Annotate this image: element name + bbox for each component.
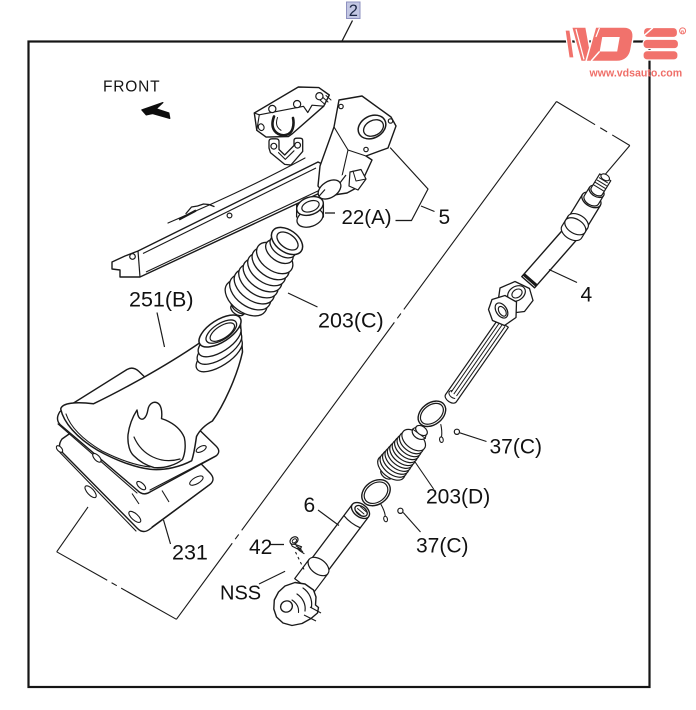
svg-text:www.vdsauto.com: www.vdsauto.com	[589, 68, 683, 80]
svg-text:NSS: NSS	[220, 583, 261, 605]
svg-text:203(C): 203(C)	[318, 309, 384, 333]
svg-text:R: R	[681, 29, 685, 35]
svg-text:42: 42	[249, 536, 272, 559]
svg-text:37(C): 37(C)	[490, 436, 543, 459]
svg-text:4: 4	[581, 284, 593, 307]
svg-text:5: 5	[439, 206, 451, 229]
svg-text:2: 2	[349, 2, 358, 20]
svg-text:37(C): 37(C)	[416, 535, 469, 558]
svg-text:231: 231	[172, 541, 208, 565]
svg-text:251(B): 251(B)	[129, 288, 194, 312]
svg-text:FRONT: FRONT	[103, 78, 160, 95]
svg-text:203(D): 203(D)	[426, 486, 490, 509]
svg-text:6: 6	[304, 494, 316, 517]
svg-text:22(A): 22(A)	[342, 206, 392, 229]
